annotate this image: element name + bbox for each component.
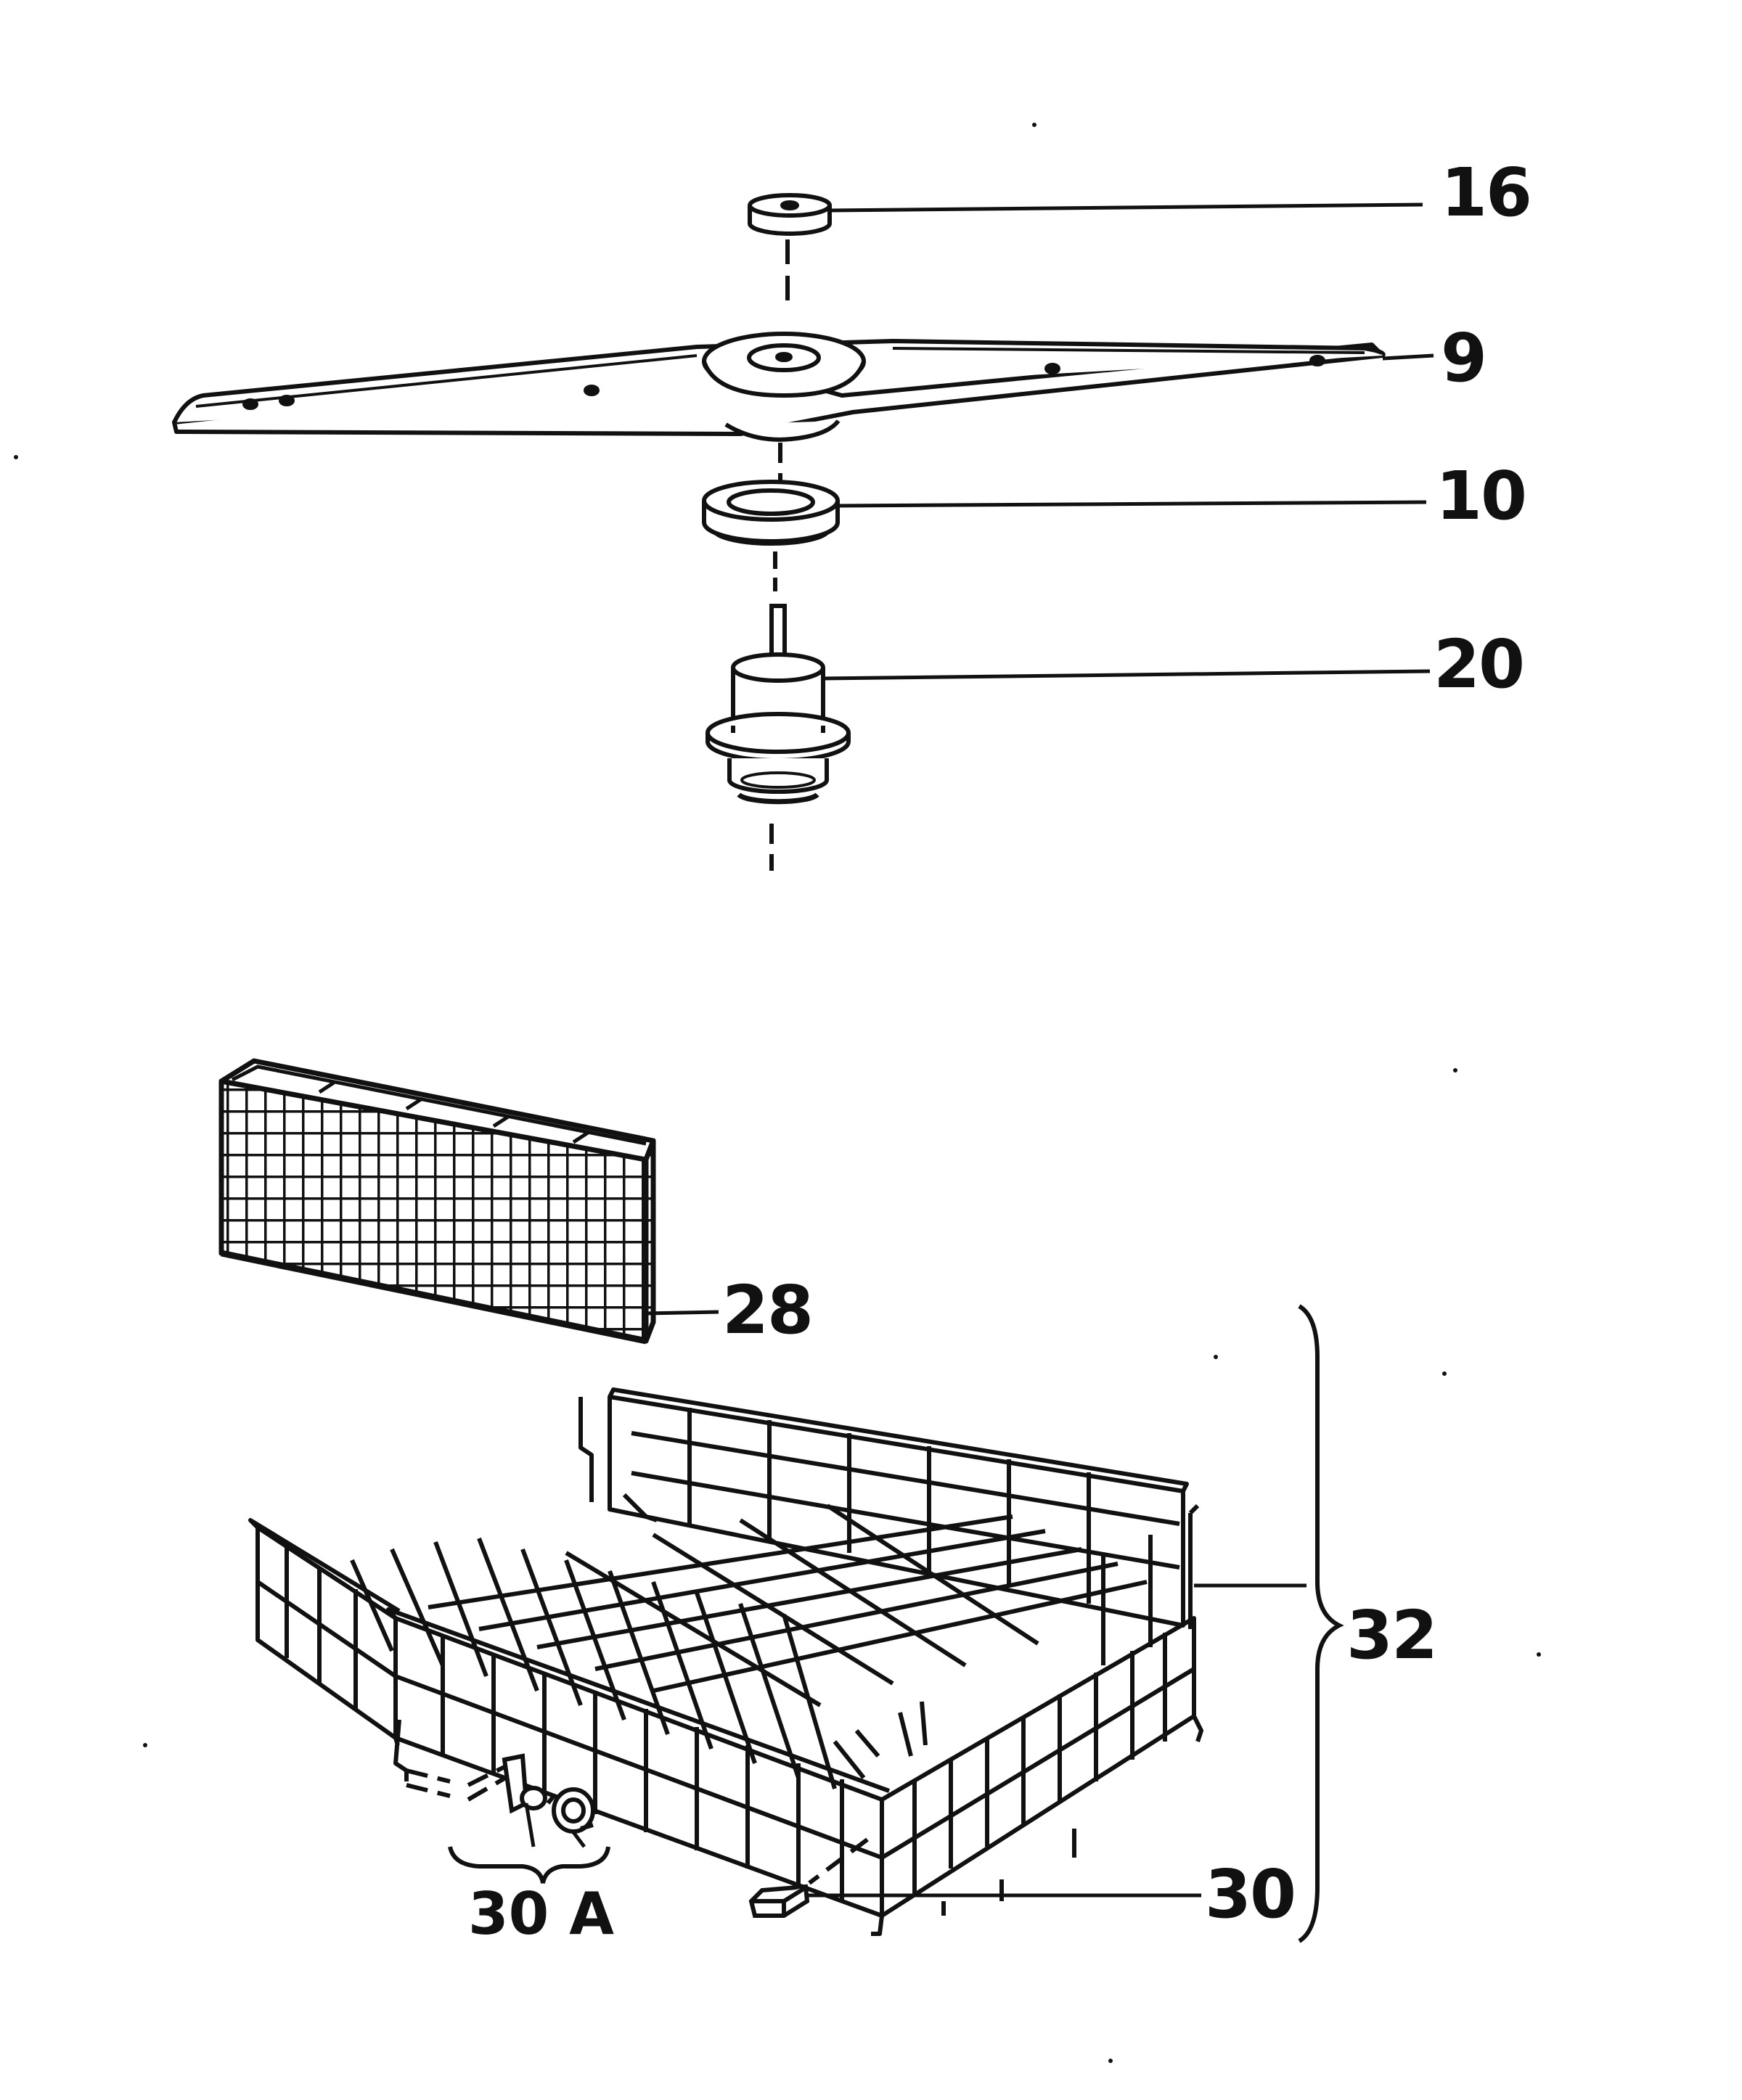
callout-20: 20	[1434, 626, 1525, 703]
bearing-ring-icon	[702, 480, 840, 546]
hub-assembly-icon	[706, 604, 851, 805]
axis-line-30	[808, 1837, 869, 1885]
callout-9: 9	[1441, 319, 1487, 397]
callout-28: 28	[722, 1271, 814, 1349]
leader-line-9	[1382, 353, 1434, 361]
callout-30a: 30 A	[468, 1880, 615, 1948]
spray-arm-icon	[172, 332, 1386, 442]
callout-32: 32	[1346, 1596, 1438, 1674]
brace-30a	[448, 1846, 610, 1884]
leader-line-28	[645, 1310, 719, 1316]
nut-cap-icon	[748, 193, 832, 236]
rack-stop-icon	[748, 1884, 810, 1918]
leader-line-20	[822, 669, 1431, 681]
callout-10: 10	[1436, 457, 1527, 535]
leader-line-30a	[524, 1802, 586, 1848]
leader-line-10	[837, 500, 1427, 508]
cutlery-basket-icon	[218, 1058, 656, 1345]
callout-16: 16	[1441, 154, 1532, 231]
scan-specks	[14, 123, 1541, 2063]
callout-30: 30	[1205, 1855, 1296, 1933]
roller-icon	[502, 1753, 595, 1834]
dish-rack-icon	[248, 1387, 1203, 1936]
bracket-32	[1298, 1304, 1344, 1943]
leader-line-16	[829, 202, 1423, 213]
